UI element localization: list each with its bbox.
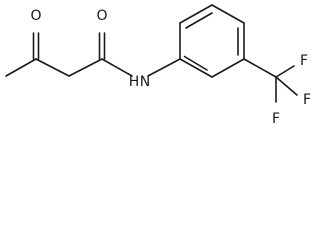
bond-n-ring — [147, 58, 181, 77]
atom-label-oxygen-2: O — [96, 8, 107, 24]
atom-label-fluorine-2: F — [303, 92, 311, 108]
bond-ring-cf3 — [243, 58, 277, 78]
bond-c-f1 — [275, 65, 295, 78]
bond-c-f2 — [275, 76, 298, 96]
bond-c4-n — [101, 58, 133, 77]
bond-methyl-c2 — [5, 58, 37, 77]
ring-bond-2 — [179, 4, 213, 24]
structure-diagram: O O N H F F F — [5, 4, 311, 127]
atom-label-oxygen-1: O — [30, 8, 41, 24]
ring-bond-3 — [211, 4, 245, 24]
atom-label-nitrogen: N — [140, 74, 150, 90]
ring-double-3 — [183, 55, 208, 71]
atom-label-fluorine-1: F — [300, 53, 308, 69]
ring-double-1 — [185, 12, 213, 29]
ring-bond-5 — [211, 58, 245, 78]
bond-ch2-c4 — [68, 58, 103, 77]
atom-label-fluorine-3: F — [272, 111, 280, 127]
bond-c2-ch2 — [35, 58, 70, 77]
atom-label-hydrogen: H — [129, 74, 140, 90]
ring-bond-6 — [179, 58, 213, 78]
